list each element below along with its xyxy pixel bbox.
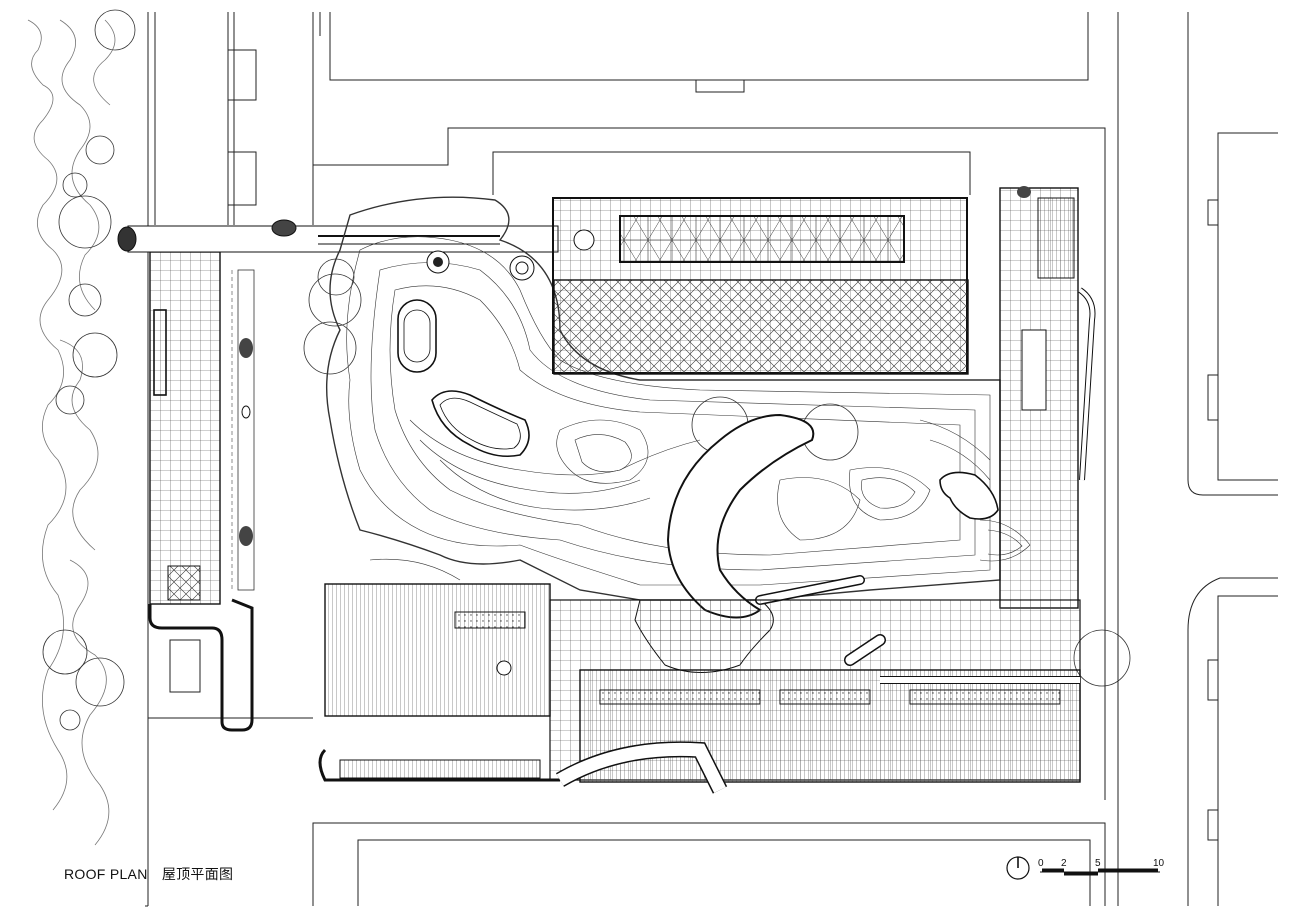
drawing-title-cn: 屋顶平面图 — [161, 866, 234, 882]
scale-tick-0: 0 — [1038, 858, 1044, 869]
south-building-roof — [549, 599, 1081, 794]
planters — [397, 299, 999, 520]
north-building-roof — [426, 197, 969, 375]
sky-bridge — [117, 219, 559, 253]
southwest-building-roof — [318, 583, 560, 782]
scale-tick-2: 2 — [1061, 858, 1067, 869]
east-grid-roof — [999, 186, 1096, 609]
north-arrow-icon — [1006, 856, 1030, 880]
scale-bar — [1040, 868, 1160, 876]
tree-canopy-strip — [27, 19, 116, 846]
roof-landscape-contours — [326, 196, 1031, 601]
west-grid-roof — [148, 251, 255, 732]
site-boundary-lines — [145, 12, 1278, 907]
scale-tick-10: 10 — [1153, 858, 1165, 869]
drawing-title: ROOF PLAN 屋顶平面图 — [64, 864, 233, 884]
drawing-title-en: ROOF PLAN — [64, 866, 148, 882]
scale-tick-5: 5 — [1095, 858, 1101, 869]
